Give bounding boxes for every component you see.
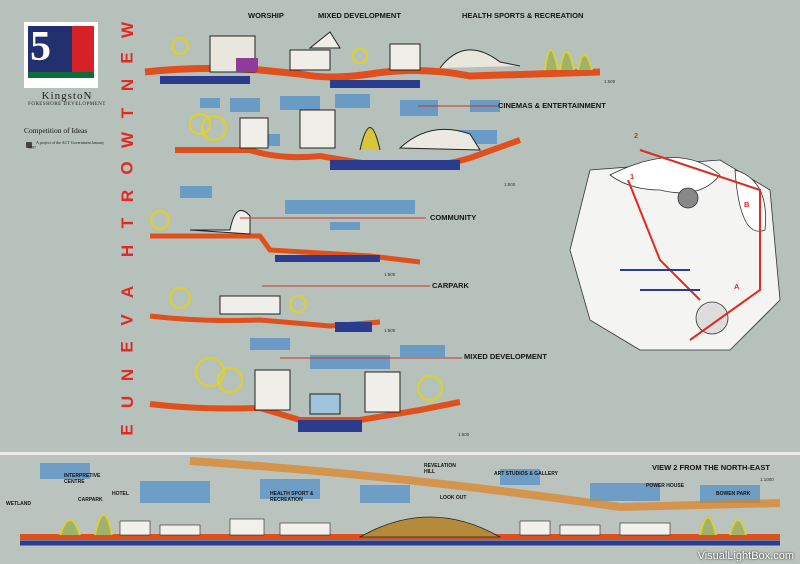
label-carpark: CARPARK [432,281,469,290]
label-mixed-development-1: MIXED DEVELOPMENT [318,11,401,20]
scale-5: 1:500 [458,432,470,437]
presentation-board: 5 KingstoN FORESHORE DEVELOPMENT Competi… [22,11,781,437]
scale-1: 1:500 [604,79,616,84]
section-1 [144,31,601,88]
section-2 [175,105,522,170]
pano-label-revelation-hill: REVELATION HILL [424,463,456,475]
pano-label-power-house: POWER HOUSE [646,483,685,489]
pano-label-bowen-park: BOWEN PARK [716,491,751,497]
map-marker-2: 2 [634,131,639,140]
pano-label-health: HEALTH SPORT & RECREATION [270,491,314,503]
label-community: COMMUNITY [430,213,477,222]
section-3 [150,209,426,265]
scale-2: 1:500 [504,182,516,187]
site-map [569,149,781,351]
scale-3: 1:500 [384,272,396,277]
watermark: VisualLightBox.com [697,550,794,562]
kingston-logo: 5 [24,22,98,88]
map-marker-a: A [734,282,740,291]
pano-label-interpretive-centre: INTERPRETIVE CENTRE [64,473,101,485]
label-health: HEALTH SPORTS & RECREATION [462,11,584,20]
scale-4: 1:500 [384,328,396,333]
brand-name: KingstoN [41,90,93,102]
scale-6: 1:1000 [760,477,774,482]
project-note: A project of the ACT Government January … [28,140,105,150]
panorama-title: VIEW 2 FROM THE NORTH-EAST [652,463,770,472]
brand-subtitle: FORESHORE DEVELOPMENT [28,102,106,107]
competition-title: Competition of Ideas [24,126,88,135]
pano-label-lookout: LOOK OUT [440,495,467,501]
map-marker-b: B [744,200,750,209]
panorama-strip: VIEW 2 FROM THE NORTH-EAST 1:1000 WETLAN… [0,452,800,564]
section-4 [149,285,430,332]
pano-label-hotel: HOTEL [112,491,129,497]
brand-block: KingstoN FORESHORE DEVELOPMENT [22,90,112,107]
label-cinemas: CINEMAS & ENTERTAINMENT [498,101,606,110]
map-marker-1: 1 [630,172,635,181]
label-worship: WORSHIP [248,11,284,20]
section-drawings [144,31,781,432]
section-5 [149,357,462,432]
crest-icon [26,142,32,148]
pano-label-wetland: WETLAND [6,501,31,507]
panorama-drawing [20,457,781,546]
label-mixed-development-2: MIXED DEVELOPMENT [464,352,547,361]
pano-label-carpark: CARPARK [78,497,103,503]
pano-label-art-studios: ART STUDIOS & GALLERY [494,471,558,477]
